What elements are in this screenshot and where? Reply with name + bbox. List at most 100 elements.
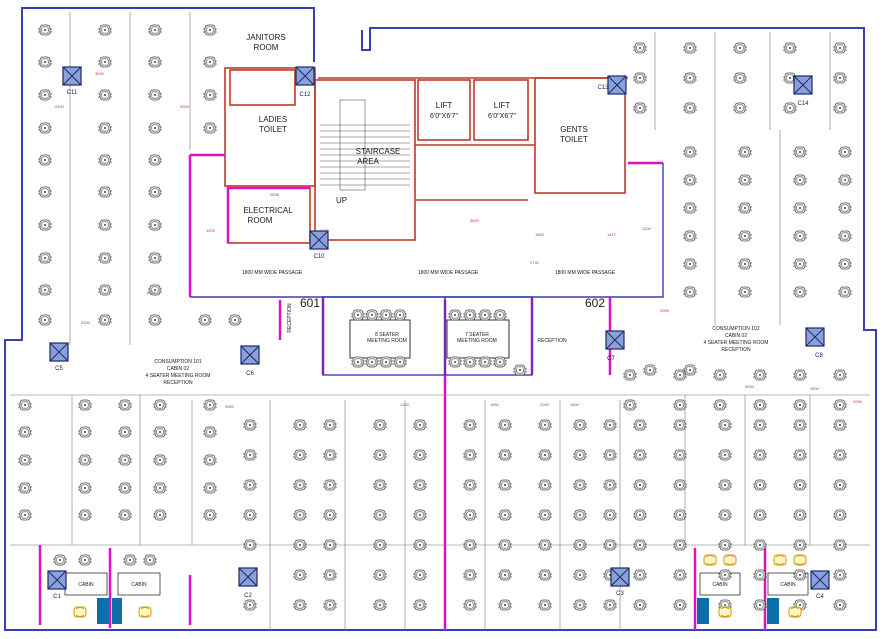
office-chair-icon: [77, 509, 93, 521]
office-chair-icon: [672, 479, 688, 491]
column-cross-icon: [793, 75, 813, 95]
staircase: [320, 99, 410, 191]
office-chair-icon: [477, 356, 493, 368]
office-chair-icon: [602, 599, 618, 611]
office-chair-icon: [572, 509, 588, 521]
column-cross-icon: [47, 570, 67, 590]
office-chair-icon: [537, 539, 553, 551]
office-chair-icon: [202, 89, 218, 101]
office-chair-icon: [122, 554, 138, 566]
office-chair-icon: [672, 449, 688, 461]
dimension-label: 2838: [270, 192, 280, 197]
office-chair-icon: [732, 102, 748, 114]
office-chair-icon: [537, 419, 553, 431]
office-chair-icon: [792, 286, 808, 298]
electrical-label-2: ROOM: [248, 216, 273, 225]
office-chair-icon: [73, 606, 87, 618]
office-chair-icon: [832, 539, 848, 551]
office-chair-icon: [52, 554, 68, 566]
office-chair-icon: [117, 399, 133, 411]
column-label: C13: [597, 85, 609, 91]
office-chair-icon: [832, 449, 848, 461]
office-chair-icon: [147, 186, 163, 198]
office-chair-icon: [752, 369, 768, 381]
office-chair-icon: [322, 479, 338, 491]
office-chair-icon: [792, 479, 808, 491]
dimension-label: 1800: [570, 402, 580, 407]
column-label: C4: [816, 594, 824, 600]
passage-label-3: 1800 MM WIDE PASSAGE: [555, 270, 616, 276]
office-chair-icon: [712, 399, 728, 411]
office-chair-icon: [37, 154, 53, 166]
office-chair-icon: [202, 399, 218, 411]
office-chair-icon: [788, 606, 802, 618]
office-chair-icon: [152, 482, 168, 494]
office-chair-icon: [682, 258, 698, 270]
office-chair-icon: [372, 449, 388, 461]
office-chair-icon: [682, 42, 698, 54]
office-chair-icon: [782, 42, 798, 54]
office-chair-icon: [572, 479, 588, 491]
office-chair-icon: [497, 449, 513, 461]
office-chair-icon: [202, 56, 218, 68]
office-chair-icon: [242, 599, 258, 611]
column-cross-icon: [238, 567, 258, 587]
office-chair-icon: [97, 122, 113, 134]
office-chair-icon: [718, 606, 732, 618]
office-chair-icon: [97, 186, 113, 198]
office-chair-icon: [202, 454, 218, 466]
office-chair-icon: [322, 419, 338, 431]
office-chair-icon: [322, 569, 338, 581]
office-chair-icon: [632, 419, 648, 431]
column-label: C11: [67, 90, 78, 96]
office-chair-icon: [837, 174, 853, 186]
office-chair-icon: [37, 284, 53, 296]
dimension-label: 1800: [535, 232, 545, 237]
office-chair-icon: [412, 509, 428, 521]
office-chair-icon: [77, 426, 93, 438]
office-chair-icon: [292, 479, 308, 491]
office-chair-icon: [17, 509, 33, 521]
gents-label-2: TOILET: [560, 135, 588, 144]
office-chair-icon: [832, 72, 848, 84]
column-cross-icon: [240, 345, 260, 365]
office-chair-icon: [147, 314, 163, 326]
office-chair-icon: [412, 449, 428, 461]
office-chair-icon: [672, 509, 688, 521]
office-chair-icon: [792, 230, 808, 242]
consumption102-label-3: 4 SEATER MEETING ROOM: [704, 340, 769, 346]
office-chair-icon: [37, 89, 53, 101]
consumption101-label-2: CABIN 02: [167, 366, 189, 372]
office-chair-icon: [792, 449, 808, 461]
cabin-label-4: CABIN: [780, 582, 796, 588]
office-chair-icon: [462, 356, 478, 368]
office-chair-icon: [832, 102, 848, 114]
column-label: C10: [313, 254, 325, 260]
office-chair-icon: [462, 449, 478, 461]
office-chair-icon: [602, 479, 618, 491]
office-chair-icon: [147, 122, 163, 134]
office-chair-icon: [37, 219, 53, 231]
office-chair-icon: [292, 419, 308, 431]
office-chair-icon: [672, 399, 688, 411]
column-label: C1: [53, 594, 61, 600]
ladies-label-2: TOILET: [259, 125, 287, 134]
dimension-label: 3000: [180, 104, 190, 109]
dimension-label: 3000: [95, 71, 105, 76]
dimension-label: 3000: [225, 404, 235, 409]
office-chair-icon: [147, 56, 163, 68]
office-chair-icon: [792, 146, 808, 158]
office-chair-icon: [717, 479, 733, 491]
meeting2-label-2: MEETING ROOM: [457, 338, 497, 344]
office-chair-icon: [147, 154, 163, 166]
office-chair-icon: [462, 309, 478, 321]
office-chair-icon: [752, 479, 768, 491]
office-chair-icon: [117, 509, 133, 521]
office-chair-icon: [37, 252, 53, 264]
cabins: [64, 572, 809, 624]
dimension-label: 2000: [540, 402, 550, 407]
office-chair-icon: [497, 509, 513, 521]
dimension-label: 1650: [490, 402, 500, 407]
office-chair-icon: [737, 286, 753, 298]
office-chair-icon: [682, 286, 698, 298]
